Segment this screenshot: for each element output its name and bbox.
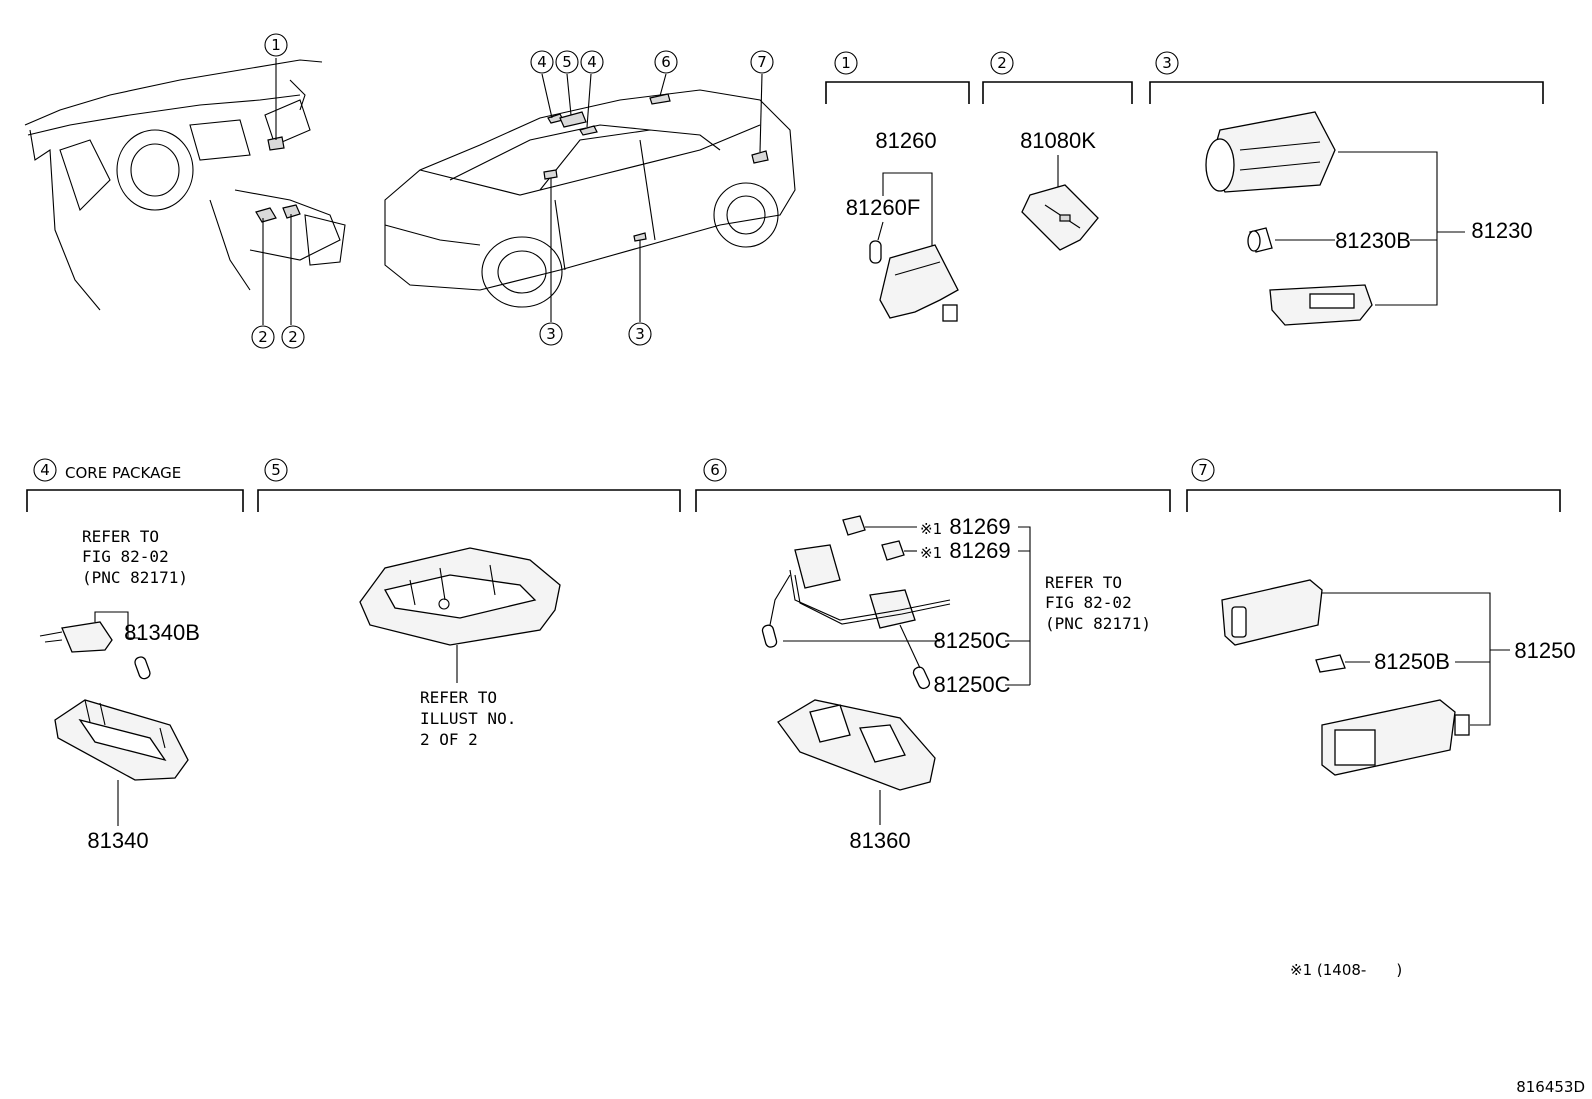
svg-text:6: 6 [710,461,720,479]
socket-81269-a-icon [842,515,866,536]
footnote-mark-b: ※1 [920,544,942,562]
part-81269-b: 81269 [949,538,1010,563]
section-4: 4 CORE PACKAGE REFER TO FIG 82-02 (PNC 8… [26,458,244,853]
svg-text:1: 1 [271,36,281,54]
svg-text:4: 4 [537,53,547,71]
svg-text:1: 1 [841,54,851,72]
socket-81269-b-icon [881,540,905,561]
refer-note-4-line2: FIG 82-02 [82,547,169,566]
part-81080K: 81080K [1020,128,1096,153]
part-81340: 81340 [87,828,148,853]
lamp-housing-81360-icon [777,699,936,791]
svg-text:7: 7 [757,53,767,71]
refer-note-6-line3: (PNC 82171) [1045,614,1151,633]
lamp-lens-icon [1059,214,1071,222]
lens-window-icon [1231,606,1247,638]
lamp-lens-81250-icon [1221,579,1323,646]
callout-top-3a: 3 [539,322,563,346]
footnote-mark-a: ※1 [920,520,942,538]
lamp-lens-icon [78,718,167,762]
svg-text:6: 6 [661,53,671,71]
svg-text:3: 3 [635,325,645,343]
switch-plunger-icon [942,304,958,322]
callout-top-4a: 4 [530,50,554,74]
callout-top-4b: 4 [580,50,604,74]
refer-note-4-line1: REFER TO [82,527,159,546]
refer-note-4-line3: (PNC 82171) [82,568,188,587]
callout-top-1: 1 [264,33,288,57]
part-81230: 81230 [1471,218,1532,243]
section-7: 7 81250B 81250 [1186,458,1576,776]
socket-connector-icon [1334,729,1376,766]
bulb-81250B-icon [1315,654,1346,673]
bulb-icon [869,240,882,264]
callout-top-2b: 2 [281,325,305,349]
figure-id: 816453D [1516,1078,1585,1096]
refer-note-6-line1: REFER TO [1045,573,1122,592]
svg-text:4: 4 [587,53,597,71]
housing-bulb-seat-icon [809,704,851,743]
svg-text:3: 3 [1162,54,1172,72]
svg-text:2: 2 [997,54,1007,72]
refer-note-5-line2: ILLUST NO. [420,709,516,728]
svg-text:2: 2 [288,328,298,346]
map-lamp-cover-icon [384,574,537,619]
refer-note-5-line1: REFER TO [420,688,497,707]
svg-text:5: 5 [562,53,572,71]
svg-text:5: 5 [271,461,281,479]
bulb-81250C-a-icon [761,624,778,648]
housing-socket-seat-icon [859,724,906,763]
callout-top-5: 5 [555,50,579,74]
svg-text:3: 3 [546,325,556,343]
callout-top-2a: 2 [251,325,275,349]
section-5: 5 REFER TO ILLUST NO. 2 OF 2 [257,458,681,749]
refer-note-5-line3: 2 OF 2 [420,730,478,749]
connector-icon [61,621,113,653]
callout-top-3b: 3 [628,322,652,346]
vehicle-illustration [384,73,796,322]
part-81260F: 81260F [846,195,921,220]
svg-text:7: 7 [1198,461,1208,479]
part-81360: 81360 [849,828,910,853]
bulb-cap-icon [1247,230,1261,252]
lamp-lens-end-icon [1205,138,1235,192]
section-3: 3 81230B 81230 [1149,51,1544,326]
part-81250B: 81250B [1374,649,1450,674]
part-81340B: 81340B [124,620,200,645]
part-81230B: 81230B [1335,228,1411,253]
section-2: 2 81080K [982,51,1133,251]
socket-contacts-icon [1309,293,1355,309]
switch-81260-icon [879,244,959,319]
part-81250C-a: 81250C [933,628,1010,653]
section-6: 6 ※1 ※1 81269 81269 81250C 81250C REFER … [695,458,1171,853]
part-81250: 81250 [1514,638,1575,663]
section-4-title: CORE PACKAGE [65,464,181,482]
part-81260: 81260 [875,128,936,153]
svg-text:4: 4 [40,461,50,479]
section-1: 1 81260 81260F [825,51,970,322]
harness-clip-a-icon [794,544,841,589]
footnote: ※1 (1408- ) [1290,961,1402,979]
refer-note-6-line2: FIG 82-02 [1045,593,1132,612]
dashboard-illustration [24,58,346,325]
part-81269-a: 81269 [949,514,1010,539]
bulb-81250C-b-icon [912,666,931,690]
part-81250C-b: 81250C [933,672,1010,697]
socket-tab-icon [1454,714,1470,736]
callout-top-7: 7 [750,50,774,74]
callout-top-6: 6 [654,50,678,74]
harness-clip-b-icon [869,589,916,629]
svg-text:2: 2 [258,328,268,346]
bulb-81340B-icon [134,656,151,680]
